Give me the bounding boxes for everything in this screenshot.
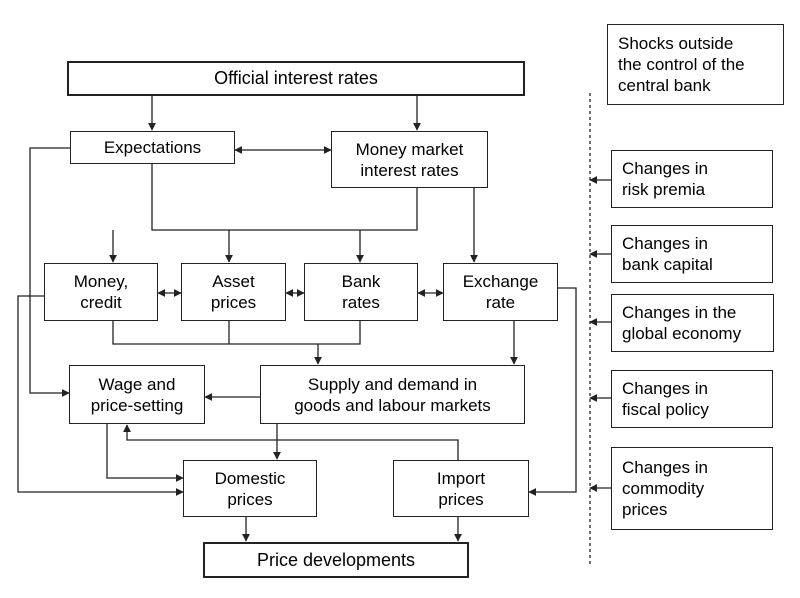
node-expectations: Expectations: [70, 131, 235, 164]
arrow-import-feedback-to-wage: [123, 424, 459, 460]
node-exchange-rate: Exchange rate: [443, 263, 558, 321]
arrow-exchange-to-import: [528, 287, 577, 496]
node-wage-price-setting: Wage and price-setting: [69, 365, 205, 424]
node-money-credit: Money, credit: [44, 263, 158, 321]
arrow-wage-to-domestic: [106, 424, 184, 482]
arrow-expectations-to-wage: [29, 147, 70, 397]
shock-commodity-prices: Changes in commodity prices: [611, 447, 773, 530]
node-import-prices: Import prices: [393, 460, 529, 517]
line-middle-bus: [112, 321, 361, 345]
shock-risk-premia: Changes in risk premia: [611, 150, 773, 208]
line-expectations-down: [151, 163, 418, 231]
node-price-developments: Price developments: [203, 542, 469, 578]
shock-global-economy: Changes in the global economy: [611, 294, 774, 352]
node-official-interest-rates: Official interest rates: [67, 61, 525, 96]
shock-fiscal-policy: Changes in fiscal policy: [611, 370, 773, 428]
shocks-title: Shocks outside the control of the centra…: [607, 24, 784, 105]
node-money-market-interest-rates: Money market interest rates: [331, 131, 488, 188]
node-supply-demand: Supply and demand in goods and labour ma…: [260, 365, 525, 424]
node-bank-rates: Bank rates: [304, 263, 418, 321]
node-domestic-prices: Domestic prices: [183, 460, 317, 517]
node-asset-prices: Asset prices: [181, 263, 286, 321]
arrow-money-to-domestic: [17, 295, 184, 496]
shock-bank-capital: Changes in bank capital: [611, 225, 773, 283]
